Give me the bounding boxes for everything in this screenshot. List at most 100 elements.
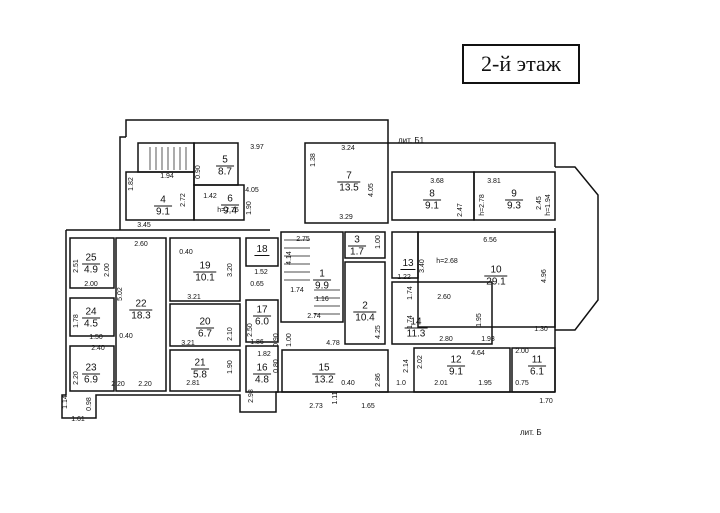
dimension: 1.86	[250, 339, 264, 346]
dimension: 2.45	[536, 196, 543, 210]
outer-wall-upper-right	[387, 137, 556, 167]
dimension: 1.70	[539, 398, 553, 405]
dimension: 2.20	[111, 381, 125, 388]
dimension: 1.74	[290, 287, 304, 294]
stair-upper	[137, 142, 195, 173]
dimension: 0.75	[515, 380, 529, 387]
dimension: 4.05	[368, 183, 375, 197]
dimension: 0.90	[195, 165, 202, 179]
height-label: h=1.94	[545, 194, 552, 216]
room-6-wall	[193, 184, 245, 221]
dimension: 1.74	[407, 315, 414, 329]
dimension: 1.93	[481, 336, 495, 343]
dimension: 0.90	[273, 333, 280, 347]
dimension: 2.00	[84, 281, 98, 288]
outer-wall-left	[61, 230, 388, 419]
dimension: 3.68	[430, 178, 444, 185]
height-label: h=2.78	[479, 194, 486, 216]
height-label: h=2.68	[436, 258, 458, 265]
dimension: 2.01	[434, 380, 448, 387]
dimension: 3.45	[137, 222, 151, 229]
room-14-wall	[391, 281, 493, 345]
dimension: 1.78	[73, 314, 80, 328]
room-17-wall	[245, 299, 279, 343]
dimension: 1.42	[203, 193, 217, 200]
outer-wall-left-upper	[119, 136, 126, 230]
room-25-wall	[69, 237, 115, 289]
dimension: 4.14	[286, 251, 293, 265]
room-20-wall	[169, 303, 241, 347]
dimension: 6.56	[483, 237, 497, 244]
dimension: 2.10	[227, 327, 234, 341]
dimension: 2.14	[403, 359, 410, 373]
room-10-wall	[417, 231, 556, 328]
height-label: h=2.76	[217, 207, 239, 214]
dimension: 1.82	[128, 177, 135, 191]
dimension: 2.81	[186, 380, 200, 387]
dimension: 1.95	[476, 313, 483, 327]
dimension: 0.80	[273, 359, 280, 373]
dimension: 2.60	[134, 241, 148, 248]
room-3-wall	[344, 231, 386, 259]
floor-title: 2-й этаж	[462, 44, 580, 84]
dimension: 1.90	[246, 201, 253, 215]
dimension: 1.90	[227, 360, 234, 374]
dimension: 4.96	[541, 269, 548, 283]
dimension: 1.95	[478, 380, 492, 387]
dimension: 2.74	[307, 313, 321, 320]
dimension: 3.21	[181, 340, 195, 347]
label-lit-b1: лит. Б1	[398, 136, 425, 145]
dimension: 0.40	[179, 249, 193, 256]
room-9-wall	[473, 171, 556, 221]
dimension: 1.94	[160, 173, 174, 180]
dimension: 1.38	[310, 153, 317, 167]
dimension: 1.74	[407, 286, 414, 300]
room-7-wall	[304, 142, 389, 224]
room-16-wall	[245, 345, 279, 393]
room-24-wall	[69, 297, 115, 337]
dimension: 1.0	[396, 380, 406, 387]
room-2-wall	[344, 261, 386, 345]
dimension: 1.65	[361, 403, 375, 410]
dimension: 2.50	[247, 323, 254, 337]
label-lit-b: лит. Б	[520, 428, 542, 437]
stairwell	[280, 231, 344, 323]
dimension: 3.97	[250, 144, 264, 151]
room-1-extra: 1.16	[315, 296, 329, 303]
dimension: 2.02	[417, 355, 424, 369]
room-23-wall	[69, 345, 115, 392]
dimension: 1.00	[286, 333, 293, 347]
dimension: 1.61	[71, 416, 85, 423]
dimension: 0.98	[86, 397, 93, 411]
dimension: 5.02	[117, 287, 124, 301]
room-11-wall	[511, 347, 556, 393]
room-13-wall	[391, 231, 419, 279]
dimension: 2.86	[375, 373, 382, 387]
dimension: 1.14	[62, 395, 69, 409]
dimension: 2.73	[309, 403, 323, 410]
room-18-wall	[245, 237, 279, 267]
dimension: 1.22	[397, 274, 411, 281]
dimension: 2.80	[439, 336, 453, 343]
dimension: 2.00	[515, 348, 529, 355]
dimension: 2.51	[73, 259, 80, 273]
room-13: 13	[400, 258, 416, 270]
